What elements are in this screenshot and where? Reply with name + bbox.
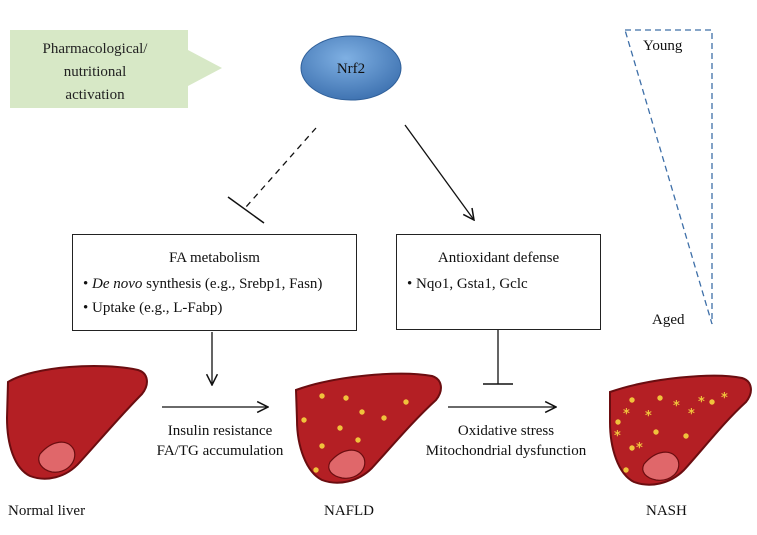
fa-item-italic: De novo — [92, 276, 143, 292]
stage-label-nash: NASH — [646, 503, 687, 519]
transition1-label: Insulin resistance FA/TG accumulation — [150, 421, 290, 461]
transition1-line: FA/TG accumulation — [156, 443, 284, 459]
fa-box-item: • De novo synthesis (e.g., Srebp1, Fasn) — [73, 273, 356, 295]
liver-nash: *** *** ** — [609, 374, 752, 486]
fa-box-title: FA metabolism — [169, 250, 260, 266]
inhibition-dashed-line — [245, 127, 317, 208]
antioxidant-box-item: • Nqo1, Gsta1, Gclc — [397, 273, 600, 295]
inhibition-bar — [227, 196, 265, 224]
young-label: Young — [643, 38, 683, 54]
activation-label-line: Pharmacological/ — [42, 41, 148, 57]
svg-text:*: * — [673, 399, 680, 414]
fa-item-text: Uptake (e.g., L-Fabp) — [92, 300, 223, 316]
bullet-glyph: • — [407, 276, 413, 292]
nrf2-label: Nrf2 — [337, 61, 365, 77]
svg-text:*: * — [645, 409, 652, 424]
liver-normal — [5, 365, 148, 480]
stage-label-nafld: NAFLD — [324, 503, 375, 519]
antioxidant-defense-box: Antioxidant defense • Nqo1, Gsta1, Gclc — [396, 234, 601, 330]
svg-text:*: * — [614, 429, 621, 444]
fa-box-item: • Uptake (e.g., L-Fabp) — [73, 297, 356, 319]
activation-label-line: nutritional — [63, 64, 127, 80]
svg-text:*: * — [623, 407, 630, 422]
activation-arrow — [10, 30, 222, 108]
activation-label-line: activation — [65, 87, 125, 103]
stage-label-normal: Normal liver — [8, 503, 86, 519]
transition2-line: Oxidative stress — [457, 423, 555, 439]
bullet-glyph: • — [83, 300, 89, 316]
liver-nafld — [294, 372, 442, 484]
svg-text:*: * — [721, 391, 728, 406]
fa-metabolism-box: FA metabolism • De novo synthesis (e.g.,… — [72, 234, 357, 331]
age-triangle — [624, 29, 713, 325]
svg-text:*: * — [688, 407, 695, 422]
svg-text:*: * — [636, 441, 643, 456]
transition1-line: Insulin resistance — [167, 423, 273, 439]
activation-label: Pharmacological/ nutritional activation — [10, 38, 180, 107]
bullet-glyph: • — [83, 276, 89, 292]
transition2-line: Mitochondrial dysfunction — [425, 443, 587, 459]
nrf2-to-antioxidant-arrow — [404, 124, 474, 220]
transition2-label: Oxidative stress Mitochondrial dysfuncti… — [412, 421, 600, 461]
svg-text:*: * — [698, 395, 705, 410]
nrf2-node — [300, 35, 402, 101]
antioxidant-box-title: Antioxidant defense — [437, 250, 560, 266]
aged-label: Aged — [652, 312, 685, 328]
antioxidant-item-text: Nqo1, Gsta1, Gclc — [416, 276, 528, 292]
fa-item-text: synthesis (e.g., Srebp1, Fasn) — [142, 276, 323, 292]
